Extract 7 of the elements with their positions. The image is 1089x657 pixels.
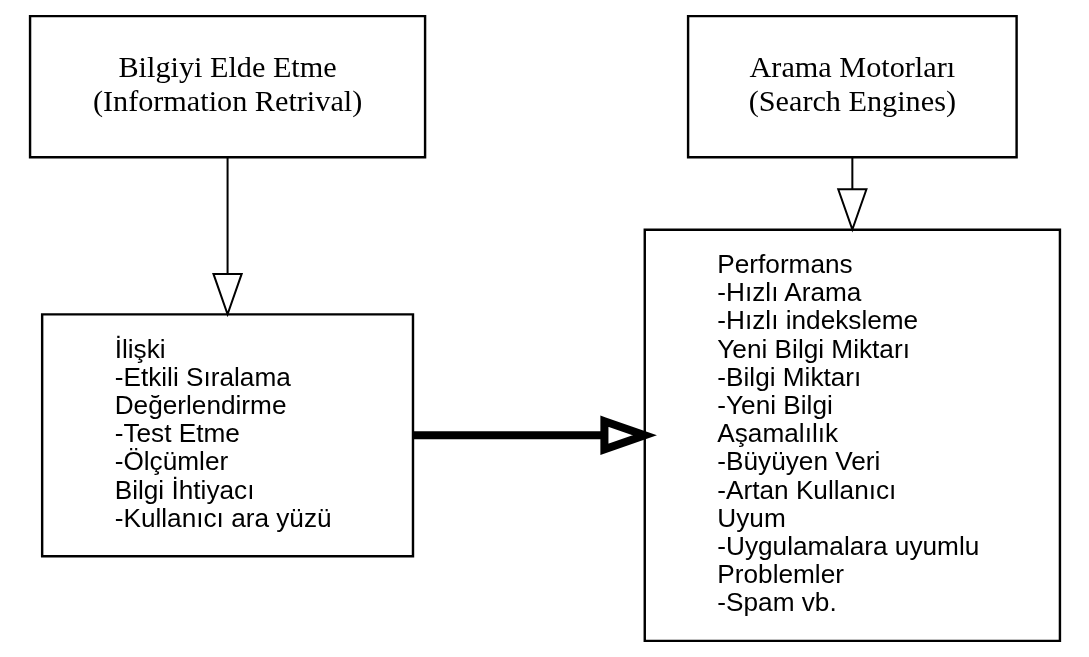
node-box: Performans -Hızlı Arama -Hızlı indeksleme Yeni Bilgi Miktarı -Bilgi Miktarı -Yeni Bilgi Aşamalılık -Büyüyen Veri -Artan Kullanıcı Uyum -Uygulamalara uyumlu Problemler -Spam vb. bbox=[643, 228, 1061, 643]
arrow bbox=[836, 157, 868, 233]
node-box: Arama Motorları (Search Engines) bbox=[686, 14, 1018, 159]
node-box: Bilgiyi Elde Etme (Information Retrival) bbox=[28, 14, 426, 159]
arrow bbox=[412, 415, 657, 456]
node-box: İlişki -Etkili Sıralama Değerlendirme -Test Etme -Ölçümler Bilgi İhtiyacı -Kullanıcı ara yüzü bbox=[40, 313, 414, 558]
arrow bbox=[211, 157, 243, 318]
